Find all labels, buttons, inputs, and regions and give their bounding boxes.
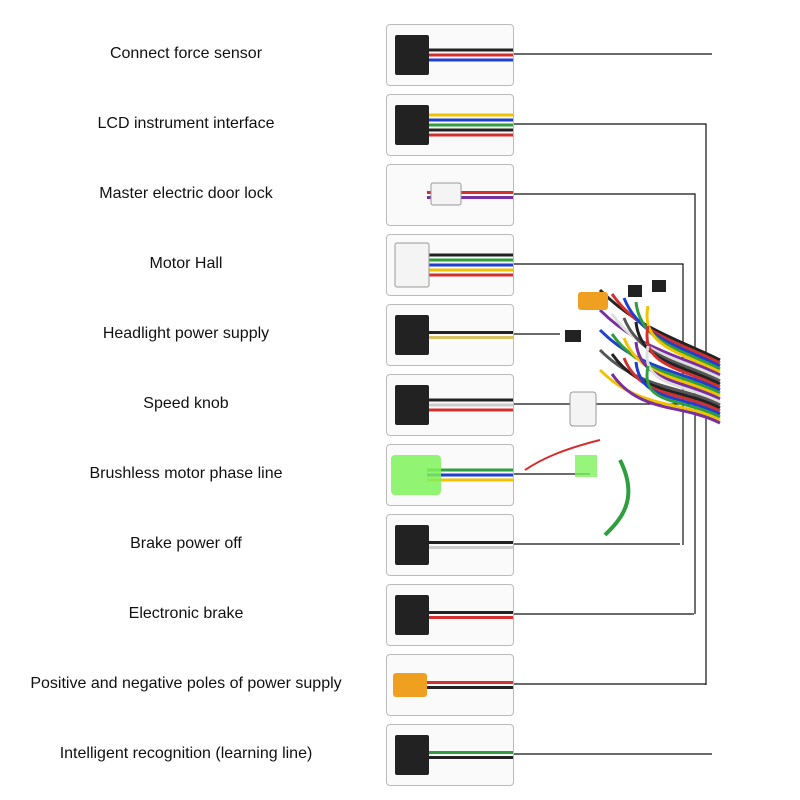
harness-wire bbox=[622, 317, 721, 383]
connector-plug bbox=[565, 330, 581, 342]
connector-body bbox=[395, 735, 429, 775]
connector-label: Electronic brake bbox=[128, 605, 244, 622]
connector-body bbox=[391, 455, 441, 495]
harness-wire bbox=[622, 337, 721, 398]
harness-wire bbox=[610, 293, 721, 365]
connector-plug bbox=[628, 285, 642, 297]
connector-label: Intelligent recognition (learning line) bbox=[59, 745, 313, 762]
connector-label: Connect force sensor bbox=[109, 45, 263, 62]
connector-body bbox=[393, 673, 427, 697]
phase-terminal bbox=[575, 455, 597, 477]
connector-label: LCD instrument interface bbox=[97, 115, 275, 132]
leader-line bbox=[512, 263, 684, 545]
harness-wire bbox=[610, 353, 721, 410]
connector-body bbox=[395, 595, 429, 635]
leader-line bbox=[512, 193, 696, 614]
controller-wire-harness-icon bbox=[524, 280, 721, 537]
connector-label: Brushless motor phase line bbox=[89, 465, 283, 482]
connector-body bbox=[430, 182, 462, 206]
phase-terminal-icon bbox=[386, 444, 514, 506]
harness-wire bbox=[622, 297, 721, 368]
harness-wire bbox=[598, 328, 721, 392]
harness-wire bbox=[524, 439, 601, 471]
harness-wire bbox=[645, 345, 721, 404]
xt60-plug bbox=[578, 292, 608, 310]
connector-body bbox=[394, 242, 430, 288]
harness-wire bbox=[598, 288, 721, 362]
connector-body bbox=[395, 385, 429, 425]
harness-wire bbox=[634, 341, 721, 401]
connector-body bbox=[395, 35, 429, 75]
connector-plug bbox=[652, 280, 666, 292]
harness-wire bbox=[645, 325, 721, 389]
five-pin-connector-icon bbox=[386, 94, 514, 156]
connector-label: Brake power off bbox=[130, 535, 242, 552]
harness-wire bbox=[645, 365, 721, 419]
harness-wire bbox=[603, 459, 631, 537]
connector-label: Positive and negative poles of power sup… bbox=[30, 675, 342, 692]
harness-wire bbox=[610, 313, 721, 380]
two-pin-connector-icon bbox=[386, 164, 514, 226]
leader-line bbox=[512, 123, 707, 685]
hall-plug bbox=[569, 391, 597, 427]
two-pin-connector-icon bbox=[386, 304, 514, 366]
harness-wire bbox=[610, 373, 721, 425]
harness-wire bbox=[634, 301, 721, 371]
harness-wire bbox=[610, 333, 721, 395]
connector-label: Speed knob bbox=[143, 395, 229, 412]
harness-wire bbox=[598, 368, 721, 422]
xt60-connector-icon bbox=[386, 654, 514, 716]
connector-body bbox=[395, 105, 429, 145]
harness-wire bbox=[645, 305, 721, 374]
two-pin-connector-icon bbox=[386, 724, 514, 786]
three-pin-connector-icon bbox=[386, 24, 514, 86]
harness-wire bbox=[634, 361, 721, 416]
connector-label: Headlight power supply bbox=[102, 325, 270, 342]
two-pin-connector-icon bbox=[386, 514, 514, 576]
hall-connector-icon bbox=[386, 234, 514, 296]
harness-wire bbox=[598, 308, 721, 377]
connector-label: Motor Hall bbox=[149, 255, 223, 272]
harness-wire bbox=[622, 357, 721, 413]
three-pin-connector-icon bbox=[386, 374, 514, 436]
connector-body bbox=[395, 525, 429, 565]
harness-wire bbox=[634, 321, 721, 386]
harness-wire bbox=[598, 348, 721, 407]
connector-body bbox=[395, 315, 429, 355]
connector-label: Master electric door lock bbox=[99, 185, 273, 202]
two-pin-connector-icon bbox=[386, 584, 514, 646]
